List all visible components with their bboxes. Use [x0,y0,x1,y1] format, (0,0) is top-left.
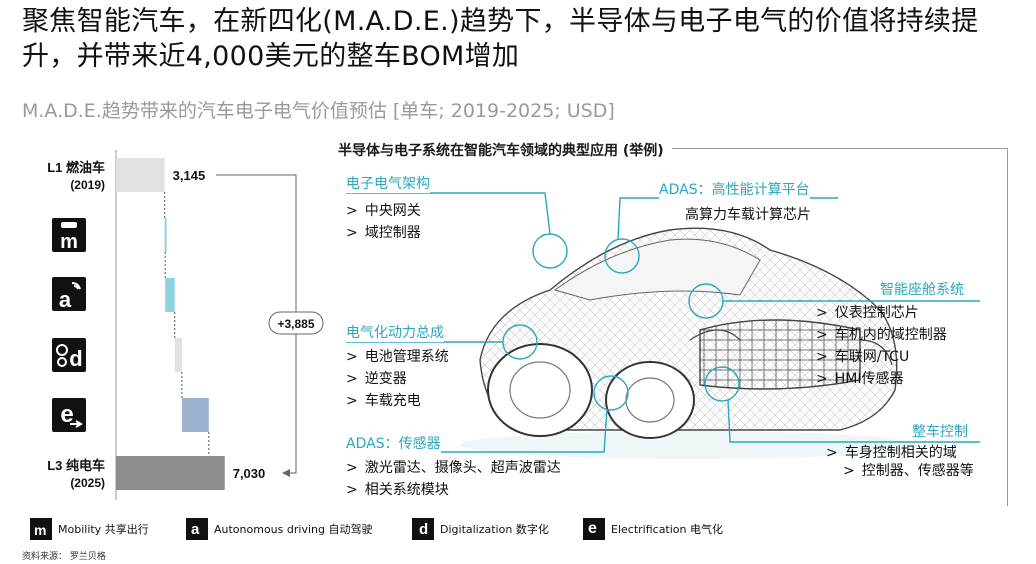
legend-label: Mobility 共享出行 [58,523,149,536]
mobility-icon: m [52,218,86,253]
delta-badge [268,311,324,335]
list-item: 控制器、传感器等 [826,462,974,480]
legend-label: Digitalization 数字化 [440,523,549,536]
bar-value-label: 7,030 [233,466,266,481]
digitalization-icon: d [52,338,86,372]
cockpit-label: 智能座舱系统 [880,279,964,299]
mobility-icon: m [30,518,52,540]
vehicle-ctrl-label: 整车控制 [912,421,968,441]
list-item: 车身控制相关的域 [826,444,974,462]
svg-text:m: m [60,231,78,252]
waterfall-bar [116,456,225,490]
list-item: 逆变器 [346,368,449,390]
bar-value-label: 3,145 [173,168,206,183]
list-item: 电池管理系统 [346,346,449,368]
adas-sensor-items: 激光雷达、摄像头、超声波雷达 相关系统模块 [346,457,561,501]
autonomous-icon: a [186,518,208,540]
adas-compute-items: 高算力车载计算芯片 [685,204,811,226]
delta-arrow [282,469,290,477]
list-item: 车联网/TCU [816,346,947,368]
adas-sensor-label: ADAS：传感器 [346,433,441,453]
list-item: 车机内的域控制器 [816,324,947,346]
ee-arch-label: 电子电气架构 [346,173,430,193]
category-sublabel: (2019) [70,178,105,192]
waterfall-bar [174,338,182,372]
list-item: 车载充电 [346,390,449,412]
highlight-ee-arch [532,233,568,269]
powertrain-items: 电池管理系统 逆变器 车载充电 [346,346,449,412]
svg-text:a: a [59,287,72,311]
list-item: HMI传感器 [816,368,947,390]
page-title: 聚焦智能汽车，在新四化(M.A.D.E.)趋势下，半导体与电子电气的价值将持续提… [22,6,979,72]
waterfall-bar [165,278,175,312]
list-item: 相关系统模块 [346,479,561,501]
waterfall-bar [116,158,165,192]
vehicle-ctrl-items: 车身控制相关的域 控制器、传感器等 [826,444,974,480]
digitalization-icon: d [412,518,434,540]
list-item: 激光雷达、摄像头、超声波雷达 [346,457,561,479]
adas-compute-label: ADAS：高性能计算平台 [659,179,810,199]
list-item: 中央网关 [346,200,421,222]
panel-title: 半导体与电子系统在智能汽车领域的典型应用 (举例) [338,140,672,160]
highlight-adas-sensor [593,375,629,411]
chart-subtitle: M.A.D.E.趋势带来的汽车电子电气价值预估 [单车; 2019-2025; … [22,100,615,122]
svg-text:e: e [60,401,73,428]
legend-label: Electrification 电气化 [611,523,723,536]
highlight-cockpit [688,283,724,319]
waterfall-bar [181,398,209,432]
legend-electrification: e Electrification 电气化 [583,518,723,540]
legend-digitalization: d Digitalization 数字化 [412,518,549,540]
waterfall-bar [164,218,167,252]
highlight-adas-compute [604,238,640,274]
list-item: 仪表控制芯片 [816,302,947,324]
cockpit-items: 仪表控制芯片 车机内的域控制器 车联网/TCU HMI传感器 [816,302,947,390]
electrification-icon: e [52,398,86,432]
highlight-powertrain [502,324,538,360]
legend-mobility: m Mobility 共享出行 [30,518,149,540]
highlight-vehicle-ctrl [704,366,740,402]
ee-arch-items: 中央网关 域控制器 [346,200,421,244]
source-note: 资料来源： 罗兰贝格 [22,552,106,562]
legend-label: Autonomous driving 自动驾驶 [214,523,373,536]
category-label: L3 纯电车 [47,458,105,473]
svg-text:d: d [69,346,82,371]
list-item: 域控制器 [346,222,421,244]
application-panel [338,148,1008,506]
category-sublabel: (2025) [70,476,105,490]
autonomous-icon: a [52,277,86,312]
electrification-icon: e [583,518,605,540]
list-item: 高算力车载计算芯片 [685,207,811,223]
delta-label: +3,885 [277,317,314,331]
waterfall-chart: 3,145 L1 燃油车 (2019) 7,030 L3 纯电车 (2025) +3,88… [47,150,324,500]
powertrain-label: 电气化动力总成 [346,322,444,342]
category-label: L1 燃油车 [47,160,105,175]
legend-autonomous: a Autonomous driving 自动驾驶 [186,518,372,540]
